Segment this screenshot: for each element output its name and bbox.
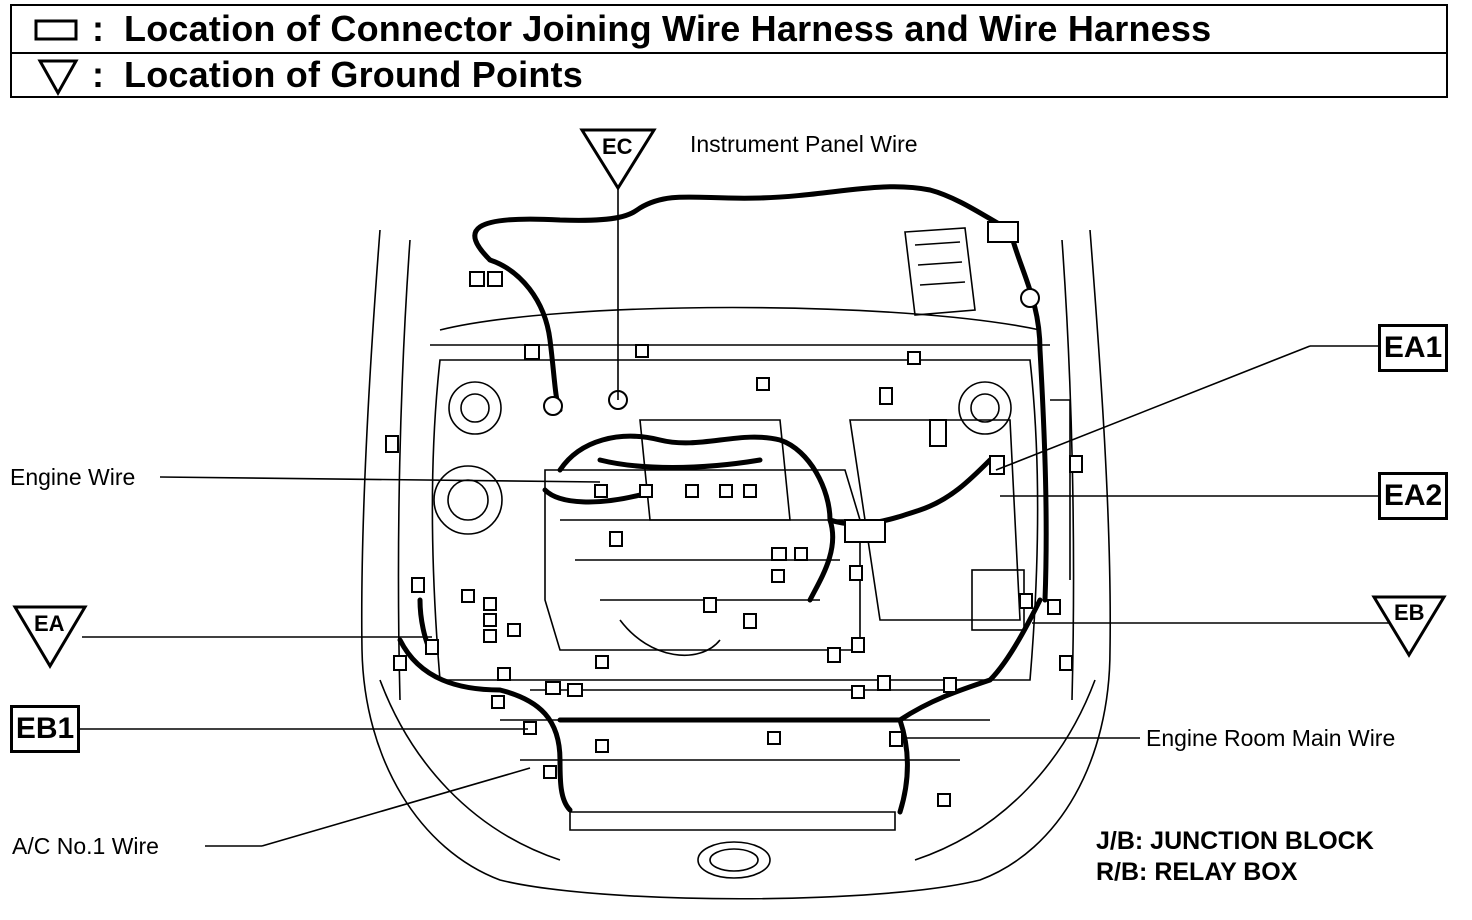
ground-ec-triangle-icon xyxy=(579,128,657,191)
instrument-panel-wire-label: Instrument Panel Wire xyxy=(690,131,918,157)
legend-colon: : xyxy=(92,54,104,95)
ground-eb-label: EB xyxy=(1394,600,1425,625)
legend-ground-row: : Location of Ground Points xyxy=(12,52,1446,98)
ground-ec-label: EC xyxy=(602,134,633,159)
engine-wire-leader-line xyxy=(159,476,601,483)
legend-colon: : xyxy=(92,8,104,49)
body-outline xyxy=(360,229,1112,900)
connector-eb1-box: EB1 xyxy=(10,705,80,753)
engine-wire-label: Engine Wire xyxy=(10,464,136,490)
connector-ea2-box: EA2 xyxy=(1378,472,1448,520)
legend-box: : Location of Connector Joining Wire Har… xyxy=(10,4,1448,98)
ground-triangle-icon xyxy=(26,53,86,97)
instrument-panel-wire-path xyxy=(472,184,1013,263)
connector-ea1-box: EA1 xyxy=(1378,324,1448,372)
engine-room-main-wire-label: Engine Room Main Wire xyxy=(1146,725,1396,751)
ground-ea-label: EA xyxy=(34,611,65,636)
ac-no1-wire-label: A/C No.1 Wire xyxy=(12,833,159,859)
ground-eb-triangle-icon xyxy=(1371,595,1447,658)
connector-square-icon xyxy=(26,7,86,51)
ea1-leader-line xyxy=(995,345,1311,471)
legend-ground-text: Location of Ground Points xyxy=(124,54,583,95)
ground-ea-triangle-icon xyxy=(12,605,88,669)
ac-no1-wire-leader-line xyxy=(261,767,531,847)
rb-abbreviation: R/B: RELAY BOX xyxy=(1096,858,1298,886)
legend-connector-text: Location of Connector Joining Wire Harne… xyxy=(124,8,1212,49)
jb-abbreviation: J/B: JUNCTION BLOCK xyxy=(1096,827,1374,855)
legend-connector-row: : Location of Connector Joining Wire Har… xyxy=(12,6,1446,54)
